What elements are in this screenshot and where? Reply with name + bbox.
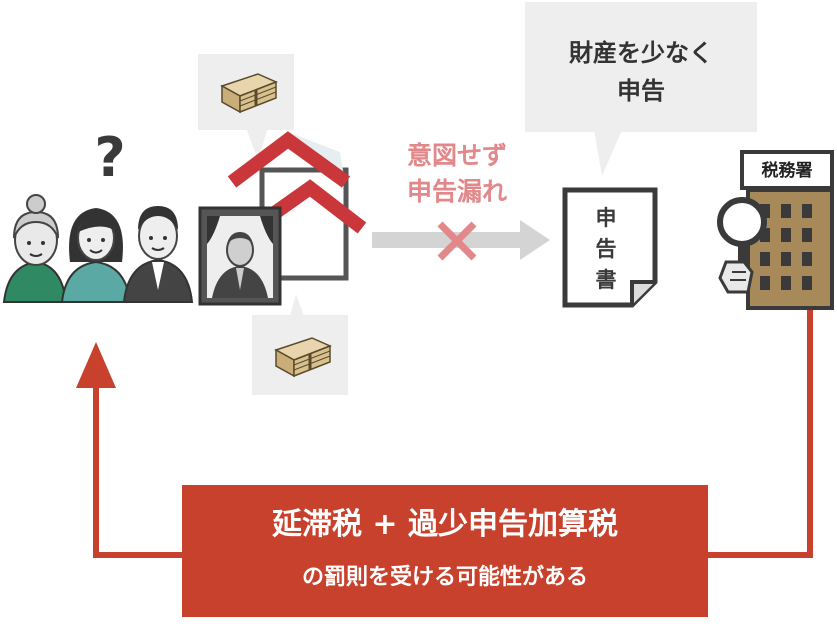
memorial-portrait-icon bbox=[198, 206, 282, 306]
tax-office-label: 税務署 bbox=[761, 161, 813, 181]
omission-line-2: 申告漏れ bbox=[406, 177, 507, 206]
penalty-box bbox=[182, 485, 708, 617]
magnifier-icon bbox=[717, 197, 767, 294]
bubble-line-2: 申告 bbox=[617, 77, 665, 105]
mother-icon bbox=[60, 208, 132, 303]
grandmother-icon bbox=[2, 194, 68, 303]
document-char-2: 告 bbox=[595, 237, 617, 261]
penalty-subtitle: の罰則を受ける可能性がある bbox=[301, 565, 588, 590]
tax-return-document-icon bbox=[562, 187, 658, 308]
tax-office-icon bbox=[740, 150, 834, 310]
speech-bubble bbox=[525, 2, 757, 176]
money-stack-bottom-icon bbox=[274, 337, 332, 378]
house-icon bbox=[227, 131, 367, 281]
bubble-text: 財産を少なく 申告 bbox=[525, 34, 757, 110]
blocked-arrow bbox=[372, 220, 550, 261]
bubble-line-1: 財産を少なく bbox=[569, 39, 713, 67]
document-char-1: 申 bbox=[595, 206, 617, 230]
father-icon bbox=[122, 206, 194, 303]
penalty-title: 延滞税 + 過少申告加算税 bbox=[271, 507, 619, 542]
question-mark: ? bbox=[94, 126, 126, 189]
omission-text: 意図せず 申告漏れ bbox=[372, 138, 542, 210]
document-char-3: 書 bbox=[595, 268, 617, 292]
money-stack-top-icon bbox=[220, 73, 278, 114]
omission-line-1: 意図せず bbox=[406, 141, 507, 170]
